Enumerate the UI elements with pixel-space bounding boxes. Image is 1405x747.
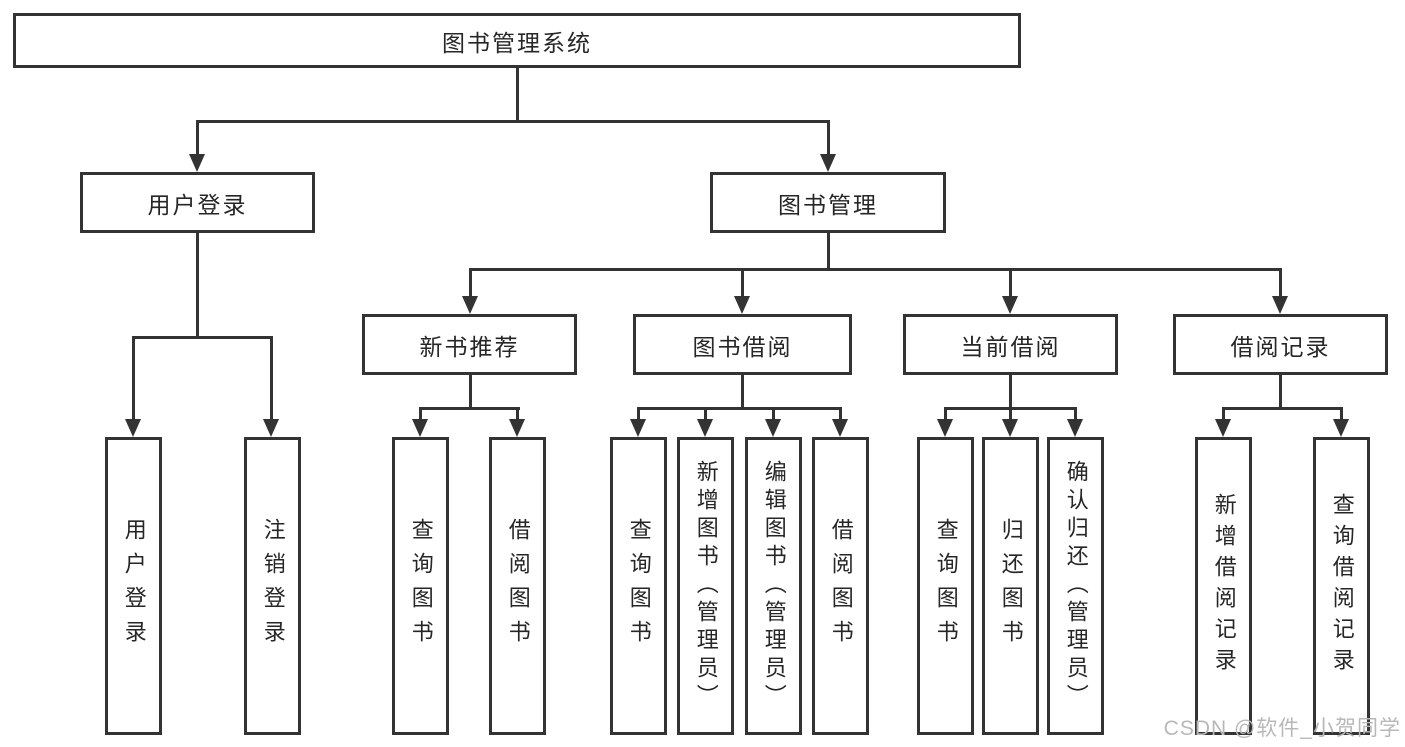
arrowhead-down-icon [412,419,428,437]
leaf-borrow-add-book-label: 新增图书（管理员） [693,460,719,712]
leaf-current-return: 归还图书 [982,437,1039,735]
leaf-newbook-query: 查询图书 [392,437,449,735]
node-current-borrow-label: 当前借阅 [960,333,1061,360]
leaf-user-login-label: 用户登录 [121,518,147,654]
leaf-borrow-edit-book: 编辑图书（管理员） [745,437,802,735]
arrowhead-down-icon [832,419,848,437]
connector-line [1222,407,1342,410]
connector-line [704,407,707,420]
connector-line [827,120,830,156]
connector-line [637,407,640,420]
connector-line [827,233,830,269]
arrowhead-down-icon [1272,296,1288,314]
connector-line [469,268,1280,271]
connector-line [419,407,422,420]
arrowhead-down-icon [509,419,525,437]
node-book-management-label: 图书管理 [778,191,878,218]
connector-line [1009,268,1012,297]
arrowhead-down-icon [263,419,279,437]
arrowhead-down-icon [1002,419,1018,437]
connector-line [132,336,135,420]
arrowhead-down-icon [1002,296,1018,314]
arrowhead-down-icon [189,154,205,172]
leaf-borrow-query: 查询图书 [610,437,667,735]
connector-line [196,233,199,337]
node-borrow-records: 借阅记录 [1173,314,1388,375]
leaf-record-add: 新增借阅记录 [1195,437,1252,735]
connector-line [469,375,472,408]
arrowhead-down-icon [820,154,836,172]
connector-line [132,336,273,339]
connector-line [944,407,947,420]
node-user-login: 用户登录 [80,172,315,233]
connector-line [741,268,744,297]
node-current-borrow: 当前借阅 [903,314,1118,375]
arrowhead-down-icon [1333,419,1349,437]
leaf-current-confirm-return: 确认归还（管理员） [1047,437,1104,735]
connector-line [1009,375,1012,408]
leaf-borrow-add-book: 新增图书（管理员） [677,437,734,735]
node-user-login-label: 用户登录 [147,191,248,218]
node-root: 图书管理系统 [13,13,1021,68]
leaf-borrow-query-label: 查询图书 [626,518,652,654]
connector-line [196,120,828,123]
node-root-label: 图书管理系统 [442,29,592,56]
connector-line [1074,407,1077,420]
connector-line [839,407,842,420]
connector-line [1009,407,1012,420]
leaf-logout: 注销登录 [244,437,301,735]
arrowhead-down-icon [765,419,781,437]
node-book-management: 图书管理 [710,172,946,233]
leaf-newbook-query-label: 查询图书 [408,518,434,654]
connector-line [1279,268,1282,297]
leaf-borrow-edit-book-label: 编辑图书（管理员） [761,460,787,712]
leaf-user-login: 用户登录 [105,437,162,735]
node-book-borrow: 图书借阅 [633,314,852,375]
connector-line [196,120,199,156]
leaf-current-query: 查询图书 [917,437,974,735]
connector-line [741,375,744,408]
connector-line [772,407,775,420]
leaf-current-confirm-return-label: 确认归还（管理员） [1063,460,1089,712]
arrowhead-down-icon [734,296,750,314]
leaf-current-return-label: 归还图书 [998,518,1024,654]
leaf-record-add-label: 新增借阅记录 [1211,493,1237,679]
connector-line [469,268,472,297]
arrowhead-down-icon [125,419,141,437]
node-borrow-records-label: 借阅记录 [1230,333,1331,360]
leaf-borrow-book: 借阅图书 [812,437,869,735]
arrowhead-down-icon [937,419,953,437]
leaf-newbook-borrow-label: 借阅图书 [505,518,531,654]
leaf-newbook-borrow: 借阅图书 [489,437,546,735]
leaf-record-query-label: 查询借阅记录 [1329,493,1355,679]
leaf-logout-label: 注销登录 [260,518,286,654]
connector-line [637,407,841,410]
arrowhead-down-icon [1215,419,1231,437]
connector-line [516,68,519,121]
node-book-borrow-label: 图书借阅 [692,333,793,360]
csdn-watermark: CSDN @软件_小贺同学 [1163,717,1401,740]
arrowhead-down-icon [462,296,478,314]
connector-line [1340,407,1343,420]
arrowhead-down-icon [697,419,713,437]
connector-line [1222,407,1225,420]
leaf-current-query-label: 查询图书 [933,518,959,654]
connector-line [1279,375,1282,408]
arrowhead-down-icon [630,419,646,437]
arrowhead-down-icon [1067,419,1083,437]
node-new-book-recommend-label: 新书推荐 [419,333,520,360]
leaf-record-query: 查询借阅记录 [1313,437,1370,735]
connector-line [516,407,519,420]
node-new-book-recommend: 新书推荐 [362,314,577,375]
connector-line [270,336,273,420]
leaf-borrow-book-label: 借阅图书 [828,518,854,654]
connector-line [419,407,520,410]
